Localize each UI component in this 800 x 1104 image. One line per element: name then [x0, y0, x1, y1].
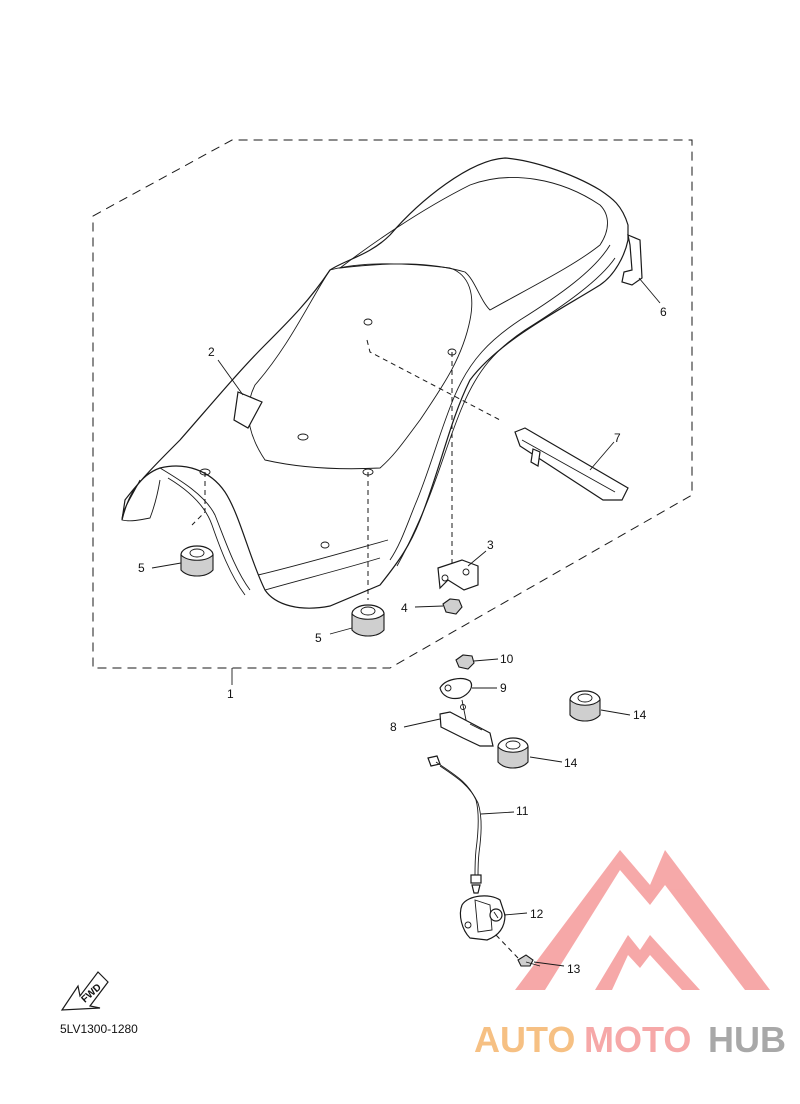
watermark-text-hub: HUB — [708, 1019, 786, 1060]
seat-hook-part — [621, 234, 643, 286]
callout-1: 1 — [227, 687, 234, 701]
callout-3: 3 — [487, 538, 494, 552]
callout-13: 13 — [567, 962, 581, 976]
callout-12: 12 — [530, 907, 544, 921]
callout-10: 10 — [500, 652, 514, 666]
seat-lock-cable-part — [427, 755, 482, 894]
bracket-part — [437, 559, 479, 591]
callout-6: 6 — [660, 305, 667, 319]
leader-lines — [151, 277, 661, 967]
callout-5-right: 5 — [315, 631, 322, 645]
callout-labels: 1 2 3 4 5 5 6 7 8 9 10 11 12 13 14 14 — [138, 305, 667, 976]
plate-part — [439, 678, 473, 700]
callout-4: 4 — [401, 601, 408, 615]
callout-11: 11 — [516, 804, 529, 818]
lock-nut-part — [455, 654, 475, 670]
damper-part-left — [180, 545, 214, 577]
damper-part-right — [351, 604, 385, 637]
callout-14-lower: 14 — [564, 756, 578, 770]
seat-strap-part — [514, 427, 629, 501]
assembly-boundary — [92, 139, 693, 669]
fwd-arrow-icon: FWD — [60, 971, 109, 1011]
callout-9: 9 — [500, 681, 507, 695]
callout-2: 2 — [208, 345, 215, 359]
callout-14-upper: 14 — [633, 708, 647, 722]
callout-8: 8 — [390, 720, 397, 734]
latch-bracket-part — [439, 699, 494, 747]
watermark-logo: AUTO MOTO HUB — [474, 850, 786, 1060]
watermark-text-moto: MOTO — [584, 1019, 691, 1060]
callout-5-left: 5 — [138, 561, 145, 575]
drawing-code: 5LV1300-1280 — [60, 1022, 138, 1036]
nut-part — [442, 598, 463, 615]
seat-lock-part — [459, 895, 506, 941]
damper-part-upper — [569, 690, 601, 722]
seat-label-part — [233, 391, 263, 429]
seat — [121, 157, 629, 609]
damper-part-lower — [497, 737, 529, 769]
callout-7: 7 — [614, 431, 621, 445]
bolt-part — [495, 934, 541, 967]
watermark-text-auto: AUTO — [474, 1019, 575, 1060]
